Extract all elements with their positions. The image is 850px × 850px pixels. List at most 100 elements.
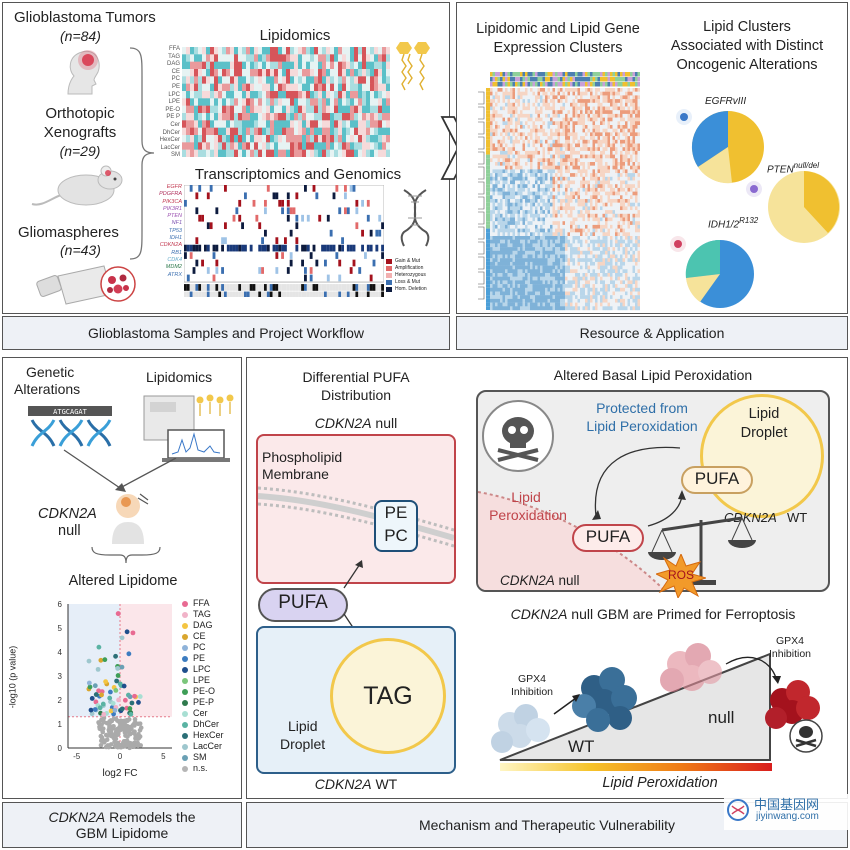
cluster-heatmap-cell [492, 258, 496, 263]
heatmap-cell [286, 120, 291, 128]
cluster-heatmap-cell [547, 102, 551, 107]
cluster-heatmap-cell [557, 150, 561, 155]
heatmap-cell [342, 98, 347, 106]
cluster-heatmap-cell [580, 132, 583, 137]
cluster-heatmap-cell [540, 221, 543, 226]
cluster-heatmap-cell [617, 217, 621, 222]
heatmap-cell [342, 120, 347, 128]
cluster-heatmap-cell [605, 95, 608, 100]
heatmap-cell [314, 54, 319, 62]
annotation-cell [289, 291, 293, 297]
cluster-heatmap-cell [507, 221, 511, 226]
cluster-heatmap-cell [567, 176, 571, 181]
cluster-heatmap-cell [515, 169, 518, 174]
cluster-heatmap-cell [595, 169, 598, 174]
cluster-heatmap-cell [500, 169, 503, 174]
cluster-heatmap-cell [570, 250, 573, 255]
cluster-heatmap-cell [627, 187, 631, 192]
cluster-heatmap-cell [490, 95, 493, 100]
cluster-heatmap-cell [622, 206, 626, 211]
cluster-heatmap-cell [605, 295, 608, 300]
cluster-heatmap-cell [607, 224, 611, 229]
cluster-heatmap-cell [497, 276, 501, 281]
cluster-heatmap-cell [625, 202, 628, 207]
cluster-heatmap-cell [492, 147, 496, 152]
cluster-heatmap-cell [617, 106, 621, 111]
cluster-side-cell [486, 106, 490, 111]
cluster-heatmap-cell [550, 128, 553, 133]
cluster-heatmap-cell [580, 284, 583, 288]
cluster-heatmap-cell [592, 184, 596, 189]
cluster-annotation-cell [580, 77, 583, 82]
heatmap-cell [286, 113, 291, 121]
cluster-heatmap-cell [497, 180, 501, 185]
alteration-cell [258, 222, 262, 230]
cluster-heatmap-cell [557, 224, 561, 229]
cluster-side-cell [486, 291, 490, 296]
heatmap-cell [290, 83, 295, 92]
cluster-heatmap-cell [525, 176, 528, 181]
cluster-heatmap-cell [620, 265, 623, 270]
cluster-heatmap-cell [555, 239, 558, 244]
cluster-heatmap-cell [517, 128, 521, 133]
cluster-heatmap-cell [495, 150, 498, 155]
cluster-heatmap-cell [512, 110, 516, 115]
cluster-heatmap-cell [515, 150, 518, 155]
cluster-heatmap-cell [537, 224, 541, 229]
cluster-heatmap-cell [507, 265, 511, 270]
annotation-cell [209, 284, 213, 291]
cluster-heatmap-cell [565, 154, 568, 159]
cluster-heatmap-cell [492, 228, 496, 233]
cluster-heatmap-cell [502, 191, 506, 196]
cluster-heatmap-cell [547, 139, 551, 144]
cluster-heatmap-cell [620, 136, 623, 140]
cluster-heatmap-cell [627, 99, 631, 103]
cluster-heatmap-cell [525, 136, 528, 140]
cluster-heatmap-cell [570, 273, 573, 277]
cluster-annotation-cell [595, 82, 598, 87]
cluster-heatmap-cell [597, 206, 601, 211]
heatmap-cell [258, 54, 263, 62]
heatmap-cell [294, 54, 299, 62]
heatmap-cell [298, 149, 303, 157]
heatmap-cell [354, 91, 359, 99]
cluster-heatmap-cell [522, 217, 526, 222]
cluster-heatmap-cell [550, 210, 553, 214]
cluster-heatmap-cell [637, 143, 640, 148]
heatmap-cell [314, 120, 319, 128]
cluster-heatmap-cell [582, 128, 586, 133]
heatmap-cell [322, 105, 327, 114]
cluster-heatmap-cell [635, 117, 638, 122]
heatmap-cell [194, 120, 199, 128]
cluster-heatmap-cell [555, 95, 558, 100]
heatmap-cell [350, 120, 355, 128]
heatmap-cell [350, 61, 355, 70]
cluster-heatmap-cell [517, 243, 521, 248]
cluster-heatmap-cell [505, 298, 508, 303]
cluster-heatmap-cell [517, 202, 521, 207]
cluster-heatmap-cell [632, 206, 636, 211]
cluster-heatmap-cell [600, 306, 603, 311]
cluster-heatmap-cell [585, 132, 588, 137]
cluster-heatmap-cell [502, 169, 506, 174]
cluster-heatmap-cell [580, 102, 583, 107]
cluster-heatmap-cell [527, 298, 531, 303]
annotation-cell [321, 291, 324, 297]
cluster-heatmap-cell [500, 243, 503, 248]
cluster-heatmap-cell [585, 191, 588, 196]
cluster-heatmap-cell [630, 258, 633, 263]
cluster-heatmap-cell [600, 291, 603, 296]
cluster-heatmap-cell [552, 261, 556, 266]
culture-flask-icon [36, 265, 136, 305]
cluster-heatmap-cell [585, 243, 588, 248]
cluster-side-cell [486, 110, 490, 114]
heatmap-cell [250, 91, 255, 99]
cluster-heatmap-cell [635, 143, 638, 148]
heatmap-cell [358, 69, 363, 77]
heatmap-cell [326, 83, 331, 92]
cluster-heatmap-cell [497, 184, 501, 189]
cluster-heatmap-cell [530, 95, 533, 100]
cluster-heatmap-cell [592, 250, 596, 255]
cluster-heatmap-cell [597, 169, 601, 174]
heatmap-cell [334, 142, 339, 150]
